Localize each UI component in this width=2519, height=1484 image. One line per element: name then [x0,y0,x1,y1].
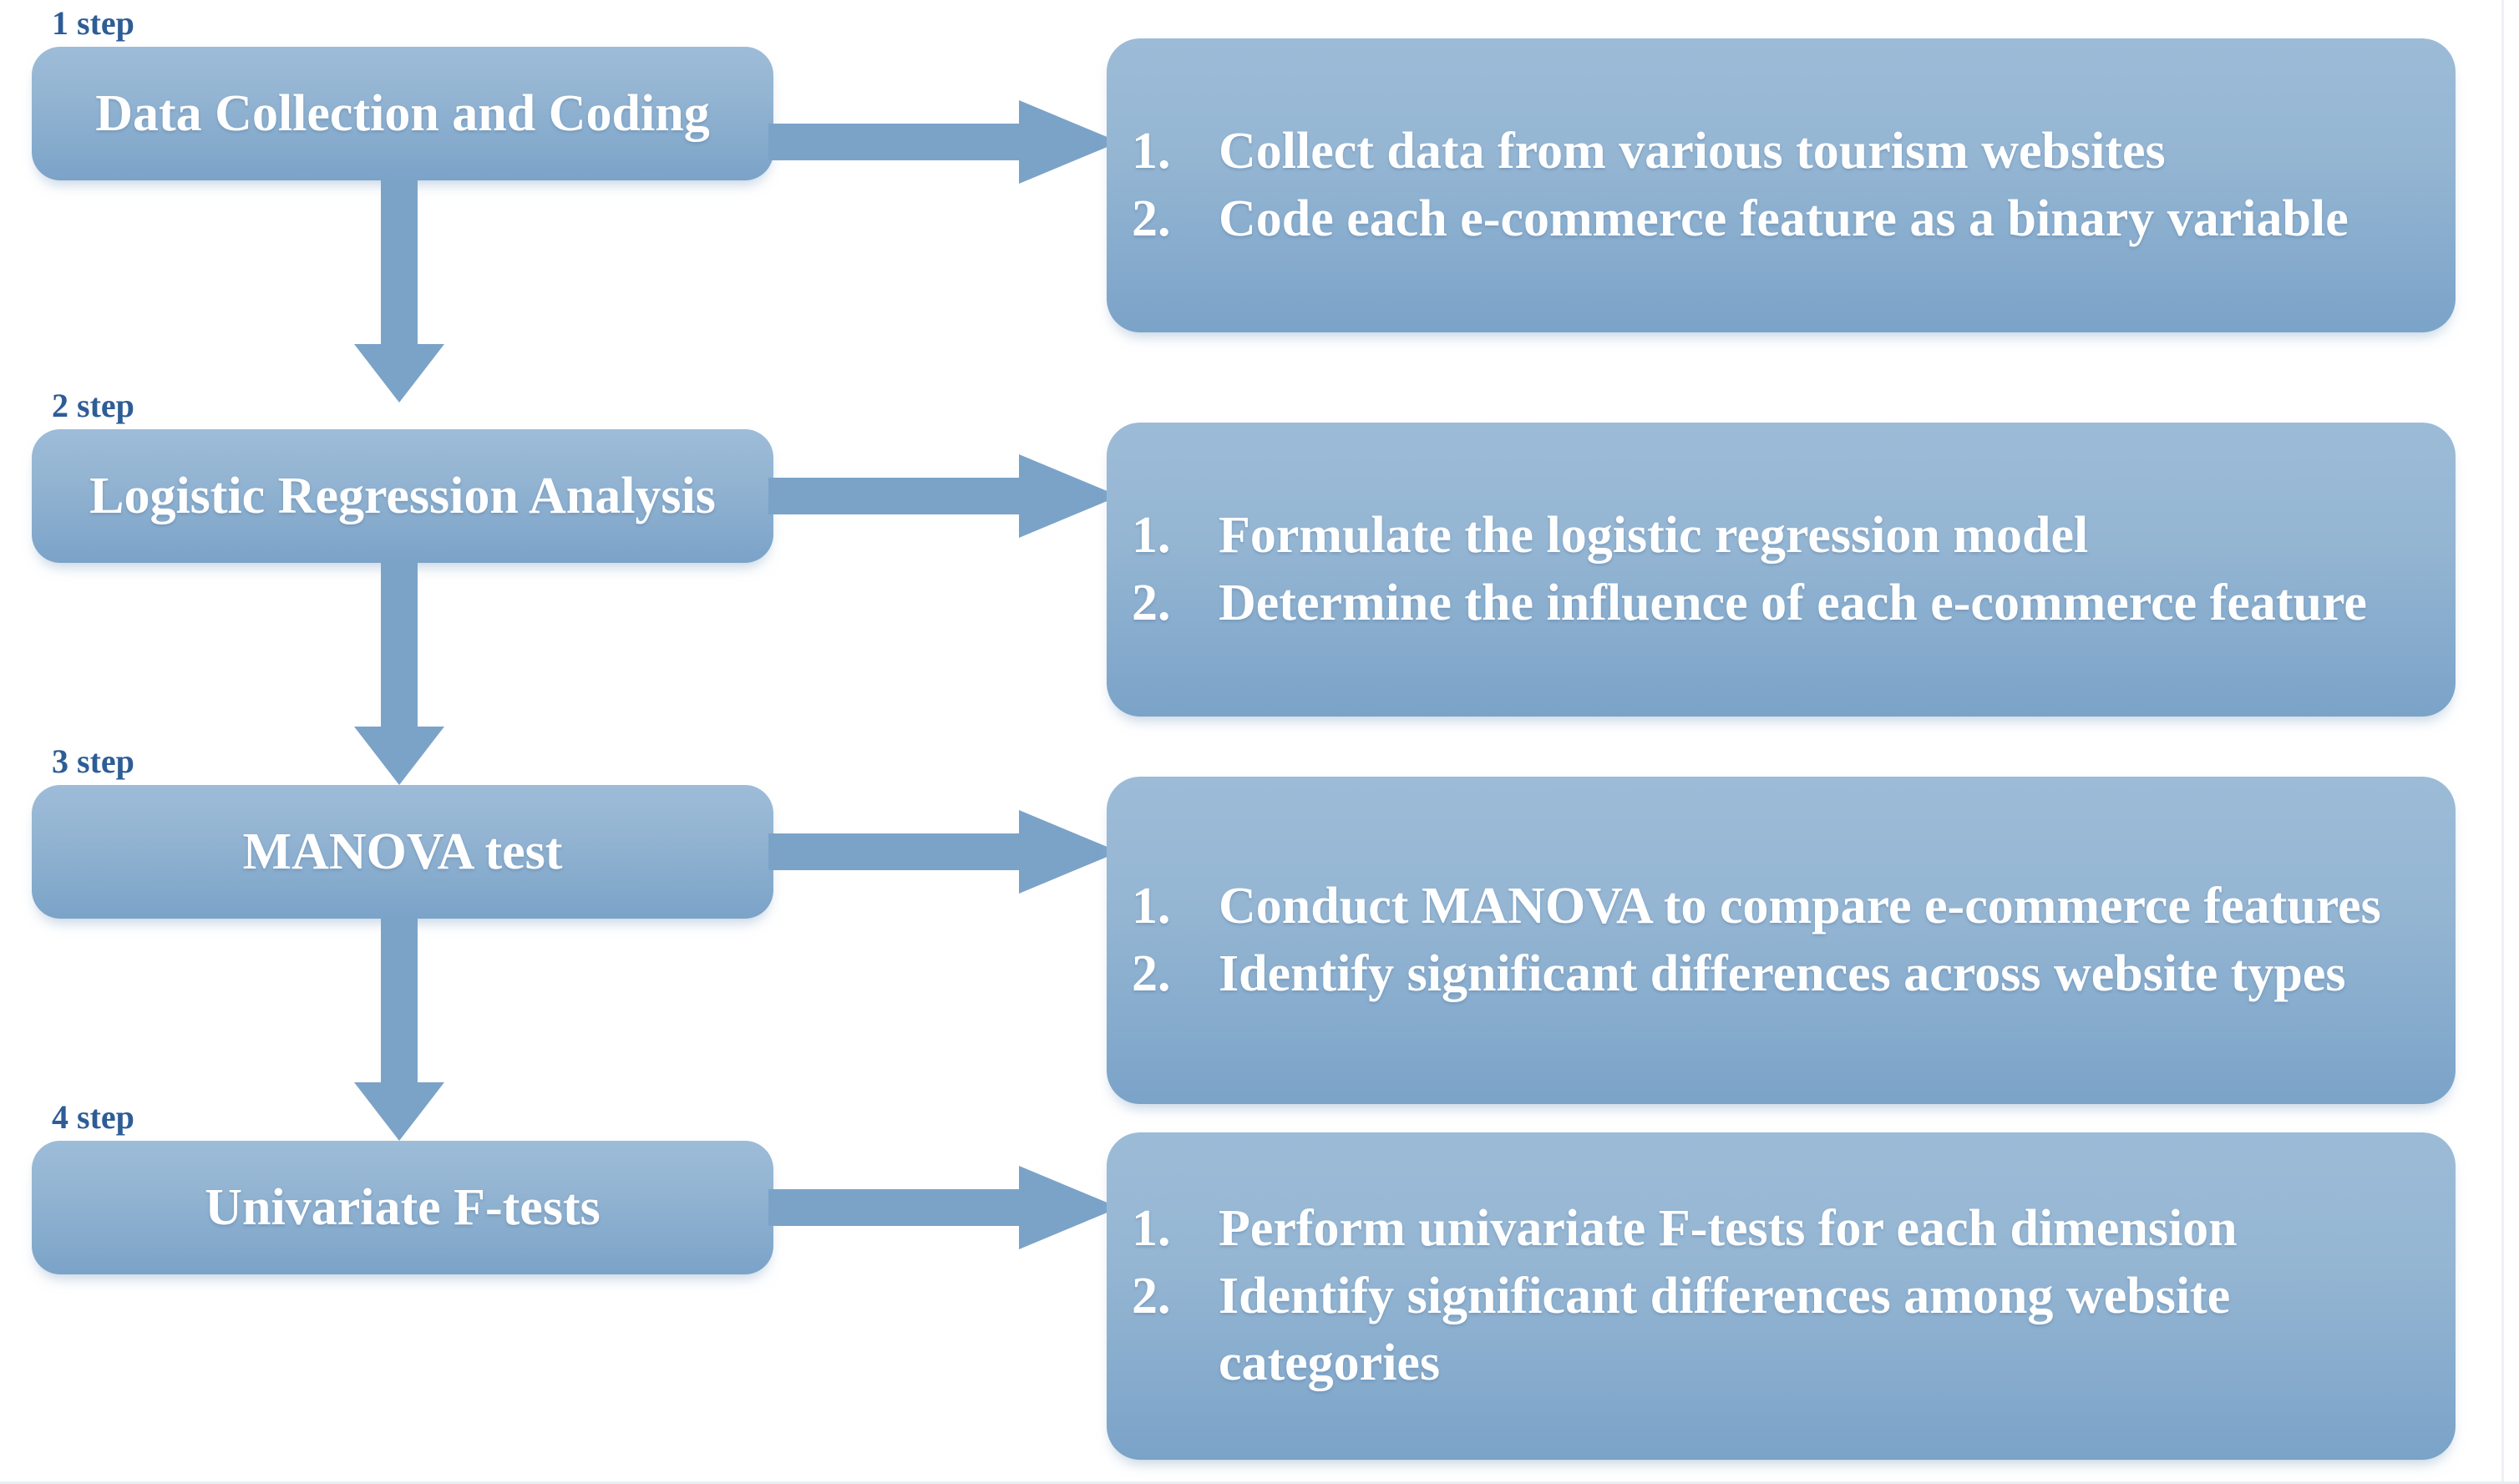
detail-text: Collect data from various tourism websit… [1219,123,2166,180]
step-label-1: 1 step [52,4,134,42]
detail-item: 2. Determine the influence of each e-com… [1132,570,2419,637]
arrow-right-icon-2 [768,453,1119,539]
detail-number: 2. [1132,575,1171,631]
arrow-right-icon-1 [768,99,1119,185]
step-node-2-title: Logistic Regression Analysis [89,467,716,524]
step-detail-box-3[interactable]: 1. Conduct MANOVA to compare e-commerce … [1107,777,2456,1104]
detail-text: Conduct MANOVA to compare e-commerce fea… [1219,878,2381,935]
step-node-1[interactable]: Data Collection and Coding [32,47,773,180]
detail-item: 2. Code each e-commerce feature as a bin… [1132,185,2419,253]
arrow-down-icon-2 [352,563,446,785]
arrow-down-icon-1 [352,180,446,403]
detail-text: Identify significant differences across … [1219,945,2346,1002]
arrow-down-icon-3 [352,919,446,1141]
detail-item: 1. Collect data from various tourism web… [1132,118,2419,185]
detail-number: 1. [1132,507,1171,565]
step-node-4-title: Univariate F-tests [205,1178,601,1236]
detail-number: 1. [1132,123,1171,180]
detail-text: Identify significant differences among w… [1219,1267,2231,1392]
step-detail-box-1[interactable]: 1. Collect data from various tourism web… [1107,38,2456,332]
step-node-3[interactable]: MANOVA test [32,785,773,919]
detail-item: 1. Perform univariate F-tests for each d… [1132,1195,2419,1263]
step-node-3-title: MANOVA test [242,823,563,880]
step-node-4[interactable]: Univariate F-tests [32,1141,773,1274]
detail-item: 2. Identify significant differences acro… [1132,940,2419,1008]
detail-text: Code each e-commerce feature as a binary… [1219,190,2349,247]
detail-number: 2. [1132,190,1171,247]
detail-text: Formulate the logistic regression model [1219,507,2089,565]
page-border-right [2501,0,2504,1484]
step-detail-box-2[interactable]: 1. Formulate the logistic regression mod… [1107,423,2456,717]
step-node-1-title: Data Collection and Coding [95,84,710,142]
step-detail-box-4[interactable]: 1. Perform univariate F-tests for each d… [1107,1132,2456,1460]
detail-text: Determine the influence of each e-commer… [1219,575,2367,631]
arrow-right-icon-3 [768,808,1119,895]
detail-item: 1. Formulate the logistic regression mod… [1132,502,2419,570]
arrow-right-icon-4 [768,1164,1119,1251]
detail-text: Perform univariate F-tests for each dime… [1219,1200,2238,1258]
page-border-bottom [0,1481,2519,1484]
detail-number: 1. [1132,878,1171,935]
detail-number: 2. [1132,1267,1171,1324]
detail-number: 2. [1132,945,1171,1002]
detail-item: 1. Conduct MANOVA to compare e-commerce … [1132,873,2419,940]
detail-number: 1. [1132,1200,1171,1258]
step-node-2[interactable]: Logistic Regression Analysis [32,429,773,563]
step-label-4: 4 step [52,1098,134,1136]
detail-item: 2. Identify significant differences amon… [1132,1263,2419,1397]
step-label-3: 3 step [52,742,134,780]
step-label-2: 2 step [52,387,134,424]
